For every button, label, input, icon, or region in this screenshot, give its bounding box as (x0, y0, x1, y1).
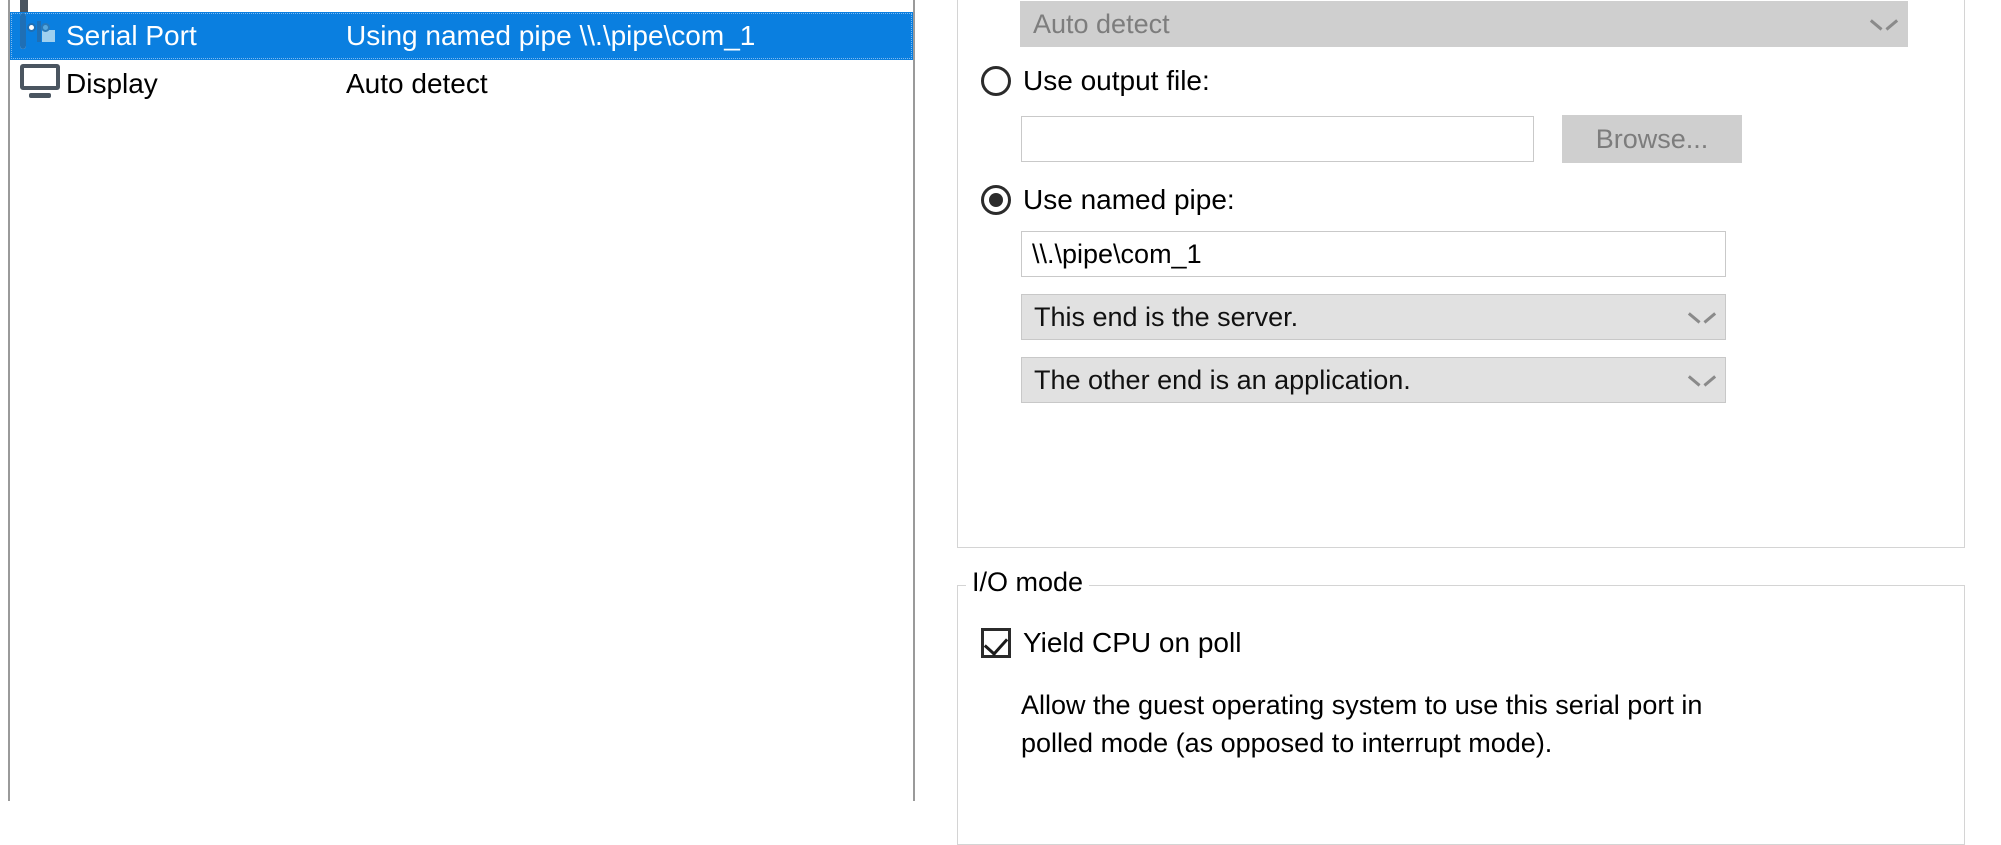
list-item[interactable] (10, 0, 913, 12)
pipe-path-input[interactable]: \\.\pipe\com_1 (1021, 231, 1726, 277)
virtual-machine-device-list[interactable]: Serial Port Using named pipe \\.\pipe\co… (8, 0, 915, 801)
other-end-select-value: The other end is an application. (1034, 364, 1411, 395)
chevron-down-icon (1871, 11, 1897, 37)
list-item-label: Serial Port (66, 20, 197, 51)
chevron-down-icon (1689, 304, 1715, 330)
end-role-select[interactable]: This end is the server. (1021, 294, 1726, 340)
other-end-select[interactable]: The other end is an application. (1021, 357, 1726, 403)
browse-button[interactable]: Browse... (1562, 115, 1742, 163)
use-output-file-label: Use output file: (1023, 65, 1210, 96)
yield-cpu-checkbox[interactable] (981, 628, 1011, 658)
display-icon (20, 64, 60, 104)
yield-cpu-checkbox-row[interactable]: Yield CPU on poll (981, 628, 1241, 658)
use-output-file-radio[interactable] (981, 66, 1011, 96)
serial-port-settings-pane: Auto detect Use output file: Browse... U… (957, 0, 2001, 845)
use-output-file-radio-row[interactable]: Use output file: (981, 66, 1210, 96)
port-select-value: Auto detect (1033, 8, 1170, 39)
list-item-display[interactable]: Display Auto detect (10, 60, 913, 108)
use-named-pipe-radio-row[interactable]: Use named pipe: (981, 185, 1235, 215)
yield-cpu-label: Yield CPU on poll (1023, 627, 1242, 658)
connection-groupbox: Auto detect Use output file: Browse... U… (957, 0, 1965, 548)
list-item-serial-port[interactable]: Serial Port Using named pipe \\.\pipe\co… (10, 12, 913, 60)
use-named-pipe-label: Use named pipe: (1023, 184, 1235, 215)
yield-cpu-description: Allow the guest operating system to use … (1021, 690, 1703, 759)
use-named-pipe-radio[interactable] (981, 185, 1011, 215)
list-item-summary: Auto detect (346, 68, 488, 99)
serial-port-icon (20, 13, 60, 56)
list-item-summary: Using named pipe \\.\pipe\com_1 (346, 20, 756, 51)
display-icon (20, 0, 60, 12)
output-file-input[interactable] (1021, 116, 1534, 162)
io-mode-groupbox: I/O mode Yield CPU on poll Allow the gue… (957, 567, 1965, 845)
list-item-label: Display (66, 68, 158, 99)
port-select[interactable]: Auto detect (1020, 1, 1908, 47)
chevron-down-icon (1689, 367, 1715, 393)
io-mode-legend: I/O mode (966, 567, 1090, 598)
end-role-select-value: This end is the server. (1034, 301, 1299, 332)
